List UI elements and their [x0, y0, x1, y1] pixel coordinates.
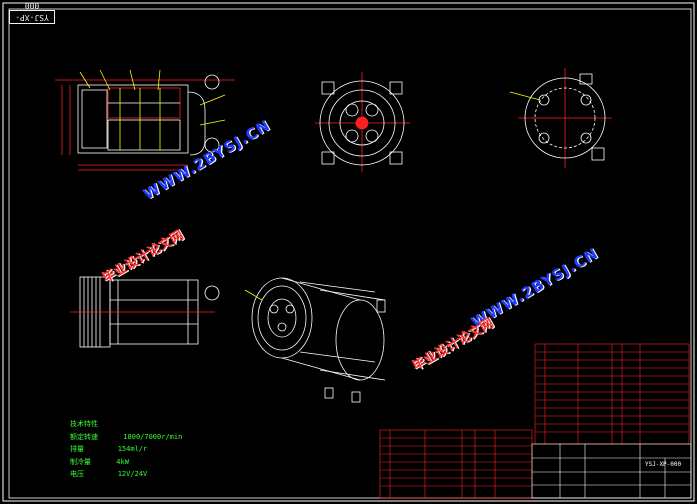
parts-list-table — [534, 343, 690, 445]
title-block — [379, 429, 692, 499]
tech-spec-row: 额定转速 1800/7000r/min — [70, 432, 183, 441]
tech-spec-row: 电压 12V/24V — [70, 470, 148, 478]
front-view — [315, 72, 410, 172]
tech-spec-row: 制冷量 4kW — [70, 457, 129, 466]
rear-view — [509, 68, 612, 168]
tech-specs-heading: 技术特性 — [70, 420, 98, 428]
side-section-view — [55, 69, 235, 171]
title-block-drawing-number: YSJ-XP-000 — [645, 461, 682, 468]
tech-spec-row: 排量 154ml/r — [70, 445, 148, 453]
side-elevation-view — [70, 276, 220, 348]
isometric-view — [244, 277, 386, 403]
drawing-frame-inner — [8, 8, 692, 499]
tech-specs: 技术特性 额定转速 1800/7000r/min 排量 154ml/r 制冷量 … — [70, 418, 182, 481]
drawing-number-rotated: YSJ-XP-000 — [9, 1, 55, 24]
